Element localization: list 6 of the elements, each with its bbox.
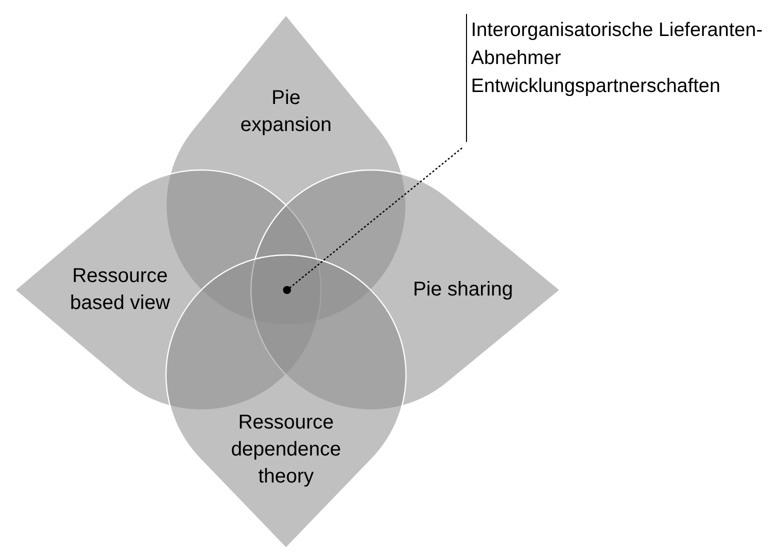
shape-label: Pie expansion (239, 86, 333, 138)
shape-label: Ressource based view (68, 264, 172, 316)
leader-line (290, 148, 462, 288)
shape-label: Ressource dependence theory (230, 410, 342, 490)
callout-text: Interorganisatorische Lieferanten-Abnehmer Entwicklungspartnerschaften (471, 18, 764, 99)
shape-label: Pie sharing (412, 278, 514, 302)
